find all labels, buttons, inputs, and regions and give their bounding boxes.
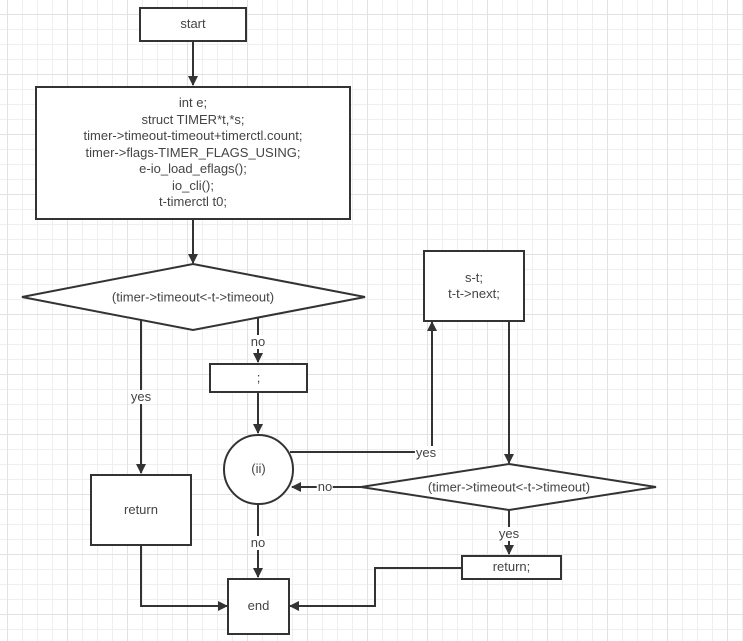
edge-label-loop-no: no bbox=[249, 535, 267, 550]
edge-loop-advance bbox=[290, 321, 437, 453]
advance-node: s-t; t-t->next; bbox=[423, 250, 525, 322]
edge-label-cond1-yes: yes bbox=[129, 389, 153, 404]
edge-label-cond2-no: no bbox=[316, 479, 334, 494]
condition-diamond-1 bbox=[21, 262, 366, 332]
init-process-node: int e; struct TIMER*t,*s; timer->timeout… bbox=[35, 86, 351, 220]
loop-connector-node: (ii) bbox=[223, 434, 294, 505]
start-node: start bbox=[139, 7, 247, 42]
condition-1-text: (timer->timeout<-t->timeout) bbox=[111, 289, 275, 305]
edge-label-cond1-no: no bbox=[249, 334, 267, 349]
condition-diamond-2 bbox=[360, 462, 657, 512]
edge-label-cond2-yes: yes bbox=[497, 526, 521, 541]
return-semicolon-node: return; bbox=[461, 555, 562, 580]
condition-2-text: (timer->timeout<-t->timeout) bbox=[427, 479, 591, 495]
return-node: return bbox=[90, 474, 192, 546]
semicolon-node: ; bbox=[209, 363, 308, 393]
edge-label-loop-yes: yes bbox=[414, 445, 438, 460]
edge-return1-end bbox=[140, 545, 228, 611]
edge-return2-end bbox=[289, 567, 462, 611]
end-node: end bbox=[227, 578, 290, 635]
